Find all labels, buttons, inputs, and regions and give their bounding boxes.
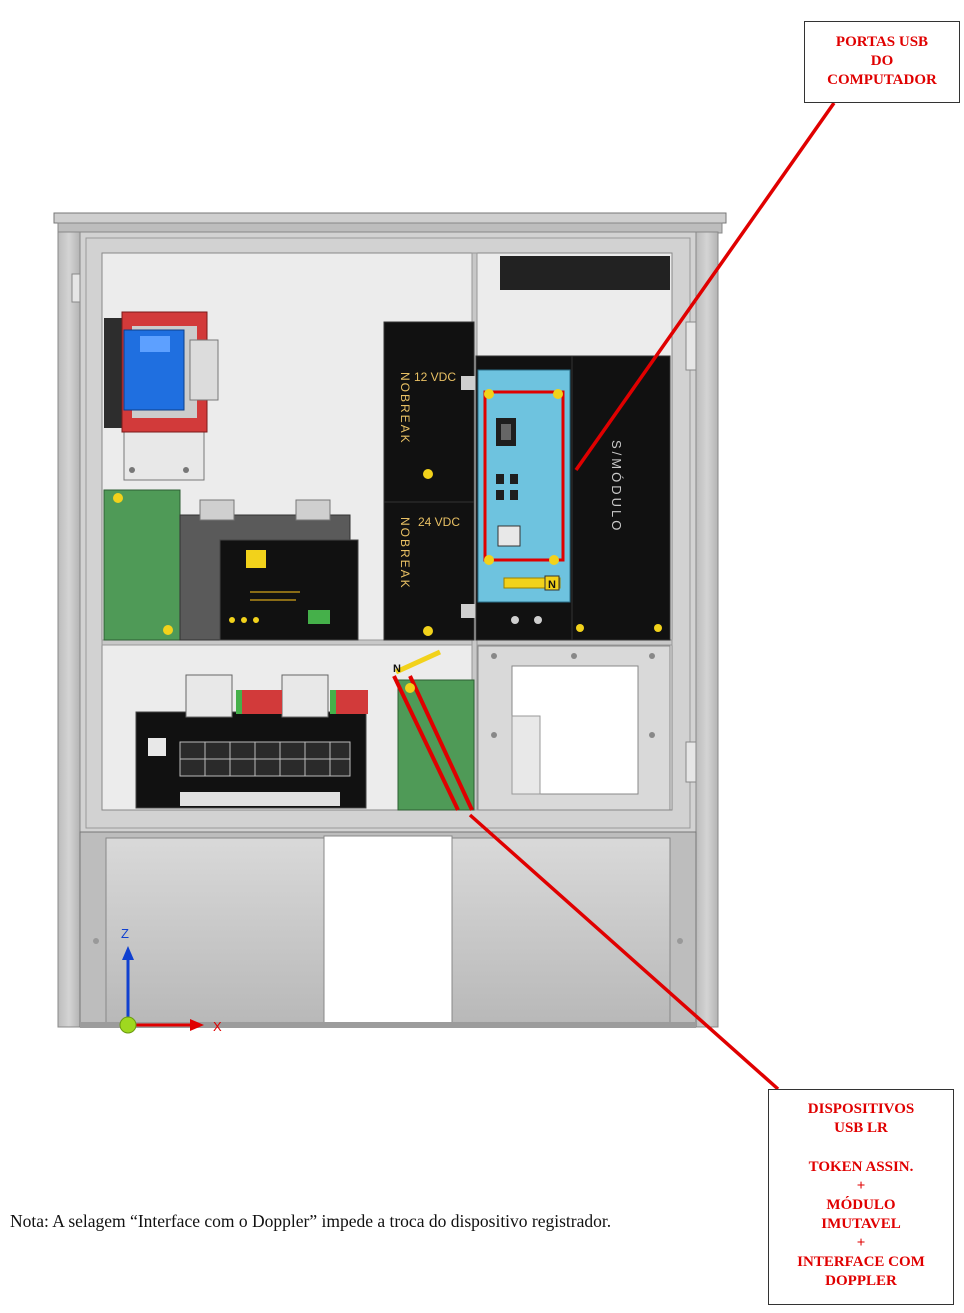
leader-line-usb-devices [468, 813, 780, 1091]
side-module-label: S/MÓDULO [609, 440, 624, 533]
bottom-right-panel [477, 645, 671, 811]
callout-item-line: MÓDULO [826, 1197, 896, 1213]
callout-item-line: + [856, 1178, 866, 1194]
callout-line: PORTAS USB [835, 34, 929, 50]
terminal-block [135, 674, 368, 809]
callout-item-line: DOPPLER [825, 1273, 897, 1289]
doppler-interface-board: N [392, 649, 475, 811]
pcb-board-left [103, 489, 181, 641]
n-mark-doppler: N [393, 663, 401, 675]
callout-item-line: TOKEN ASSIN. [808, 1159, 914, 1175]
nobreak-12vdc: NOBREAK 12 VDC [383, 321, 475, 503]
axis-x-label: X [213, 1019, 222, 1034]
callout-item-line: INTERFACE COM [797, 1254, 925, 1270]
callout-header-line: USB LR [834, 1120, 888, 1136]
side-module: S/MÓDULO [571, 355, 671, 641]
circuit-breaker [104, 311, 219, 481]
nobreak-12-voltage: 12 VDC [414, 370, 456, 384]
axis-indicator: Z X [119, 926, 222, 1034]
callout-line: DO [870, 53, 894, 69]
n-mark-usb: N [548, 579, 556, 591]
footnote: Nota: A selagem “Interface com o Doppler… [10, 1211, 612, 1231]
callout-usb-devices: DISPOSITIVOS USB LR TOKEN ASSIN. + MÓDUL… [768, 1089, 954, 1305]
axis-z-label: Z [121, 926, 129, 941]
nobreak-12-label: NOBREAK [398, 372, 412, 445]
computer-module: N [475, 355, 573, 641]
callout-line: COMPUTADOR [827, 72, 937, 88]
callout-usb-ports: PORTAS USB DO COMPUTADOR [804, 21, 960, 103]
callout-item-line: + [856, 1235, 866, 1251]
leader-line-usb-ports [574, 101, 836, 472]
callout-item-line: IMUTAVEL [821, 1216, 901, 1232]
nobreak-24vdc: NOBREAK 24 VDC [383, 501, 475, 641]
nobreak-24-label: NOBREAK [398, 517, 412, 590]
callout-header-line: DISPOSITIVOS [807, 1101, 915, 1117]
top-vent [500, 256, 670, 290]
watchdog-module [179, 499, 359, 641]
nobreak-24-voltage: 24 VDC [418, 515, 460, 529]
